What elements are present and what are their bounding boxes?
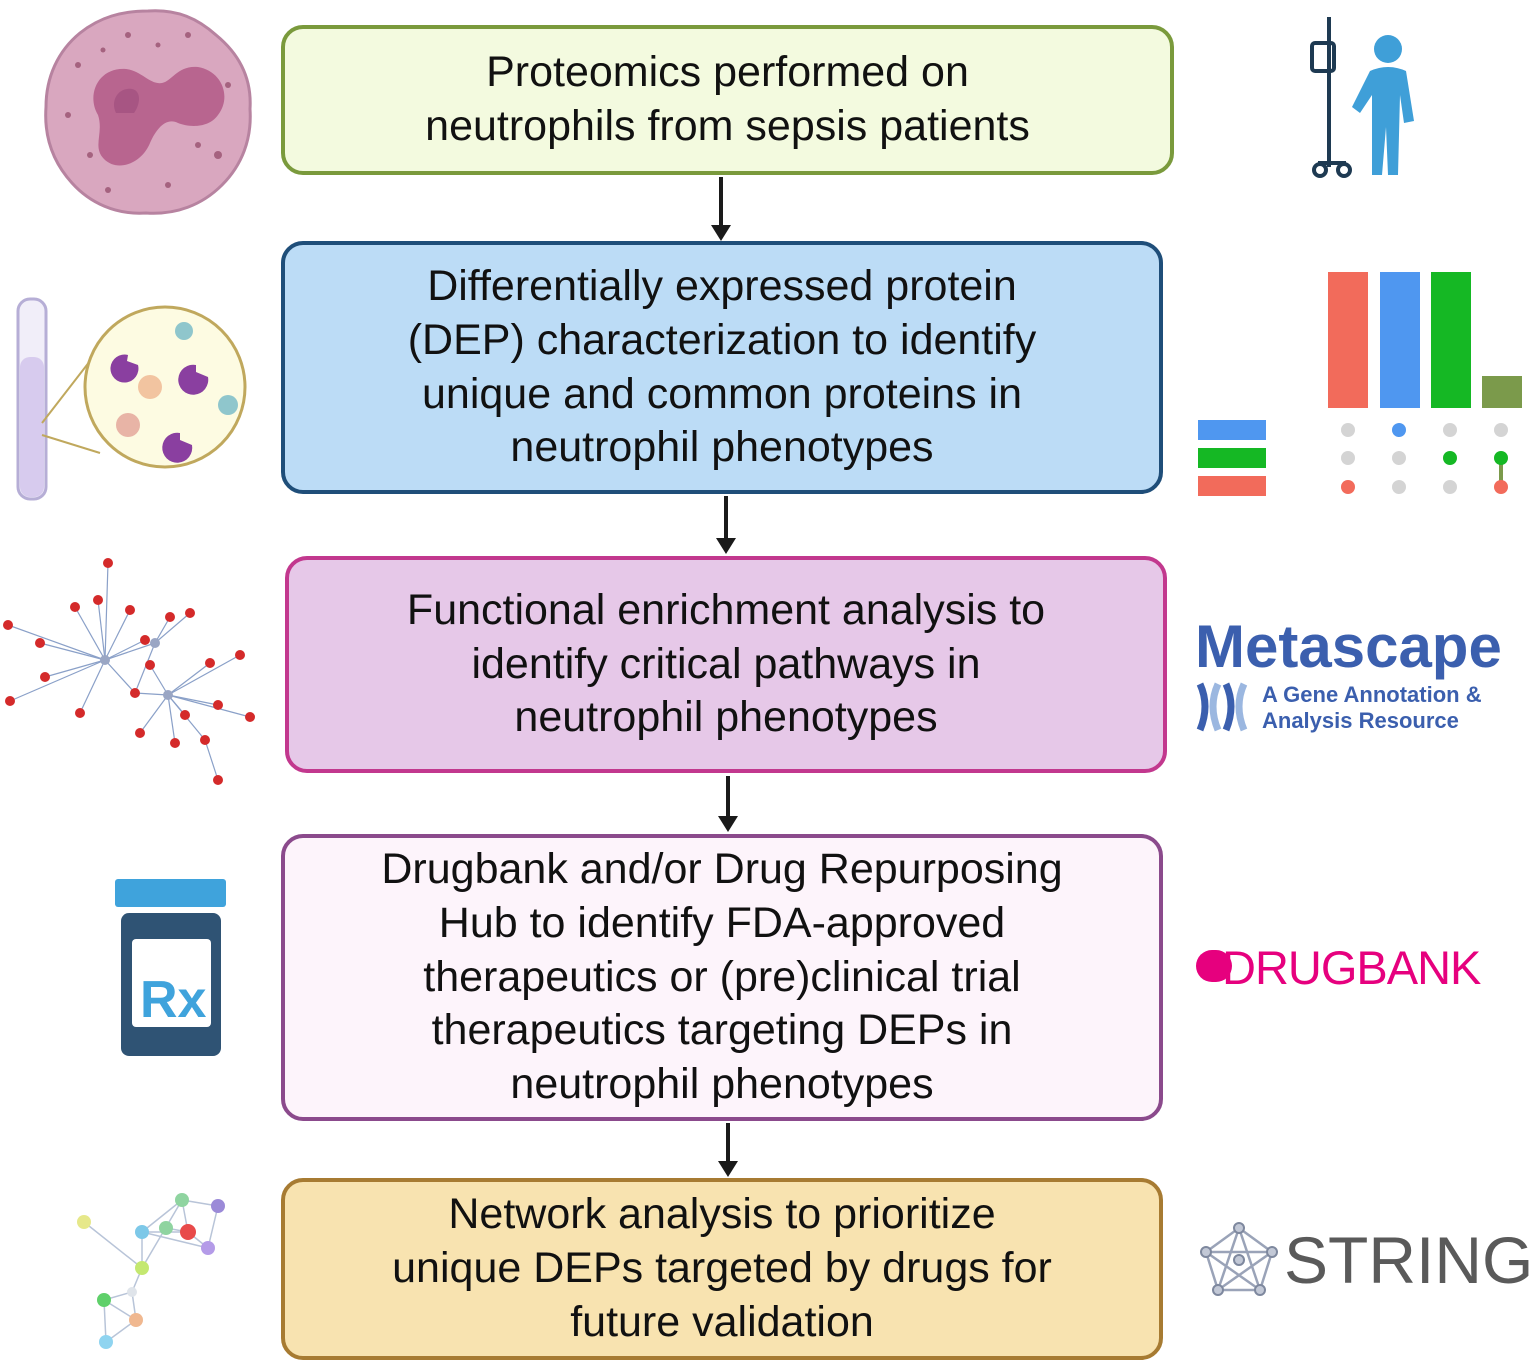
step-dep-characterization: Differentially expressed protein (DEP) c… [281, 241, 1163, 494]
step-enrichment-text: Functional enrichment analysis to identi… [406, 585, 1046, 742]
step-network-analysis: Network analysis to prioritize unique DE… [281, 1178, 1163, 1360]
network-graph-icon [3, 558, 255, 785]
drugbank-wordmark: DRUGBANK [1222, 941, 1481, 994]
step-functional-enrichment: Functional enrichment analysis to identi… [285, 556, 1167, 773]
metascape-subtitle-1: A Gene Annotation & [1262, 682, 1482, 707]
drugbank-pill-icon [1196, 950, 1232, 982]
test-tube-magnified-icon [16, 297, 247, 501]
step-drugbank: Drugbank and/or Drug Repurposing Hub to … [281, 834, 1163, 1121]
upset-plot-icon [1198, 272, 1522, 496]
arrowhead-3 [718, 816, 738, 832]
prescription-bottle-icon: Rx [115, 879, 226, 1056]
step-network-text: Network analysis to prioritize unique DE… [392, 1190, 1052, 1346]
patient-iv-icon [1310, 17, 1414, 178]
arrow-2 [724, 496, 728, 538]
rx-symbol: Rx [140, 971, 207, 1029]
metascape-subtitle-2: Analysis Resource [1262, 708, 1459, 733]
string-logo-icon [1200, 1222, 1278, 1296]
step-proteomics: Proteomics performed on neutrophils from… [281, 25, 1174, 175]
arrowhead-2 [716, 538, 736, 554]
arrow-1 [719, 177, 723, 225]
arrowhead-1 [711, 225, 731, 241]
step-dep-text: Differentially expressed protein (DEP) c… [407, 262, 1037, 472]
arrow-3 [726, 776, 730, 816]
step-proteomics-text: Proteomics performed on neutrophils from… [425, 48, 1030, 150]
metascape-dna-icon [1196, 682, 1248, 732]
arrowhead-4 [718, 1161, 738, 1177]
arrow-4 [726, 1123, 730, 1161]
metascape-title: Metascape [1195, 613, 1502, 680]
neutrophil-cell-icon [44, 9, 252, 215]
step-drugbank-text: Drugbank and/or Drug Repurposing Hub to … [381, 845, 1063, 1109]
string-wordmark: STRING [1284, 1223, 1534, 1297]
string-network-icon [77, 1193, 225, 1349]
